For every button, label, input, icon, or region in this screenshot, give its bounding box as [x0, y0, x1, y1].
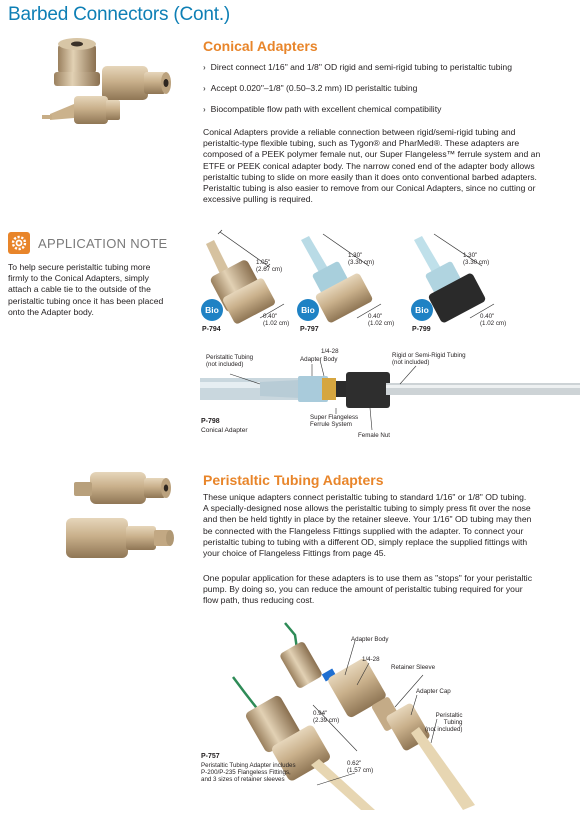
peristaltic-body-2: One popular application for these adapte…	[203, 573, 533, 606]
bio-badge: Bio	[411, 299, 433, 321]
conical-bullet-2: ›Accept 0.020"–1/8" (0.50–3.2 mm) ID per…	[203, 83, 418, 93]
p797-diameter: 0.40"(1.02 cm)	[368, 313, 395, 327]
peristaltic-body-1: These unique adapters connect peristalti…	[203, 492, 532, 559]
p794-length: 1.05"(2.67 cm)	[256, 259, 283, 273]
diagram-dim-diameter: 0.62"(1.57 cm)	[347, 760, 374, 774]
page-title: Barbed Connectors (Cont.)	[8, 4, 231, 25]
peristaltic-heading: Peristaltic Tubing Adapters	[203, 472, 384, 488]
conical-bullet-3: ›Biocompatible flow path with excellent …	[203, 104, 442, 114]
p798-part-number: P-798	[201, 418, 220, 425]
diagram-label-rigid: Rigid or Semi-Rigid Tubing(not included)	[392, 352, 466, 366]
diagram-label-thread-2: 1/4-28	[362, 656, 380, 663]
p757-part-number: P-757	[201, 753, 220, 760]
conical-bullet-1: ›Direct connect 1/16" and 1/8" OD rigid …	[203, 62, 512, 72]
diagram-label-adapter-body-2: Adapter Body	[351, 636, 389, 643]
conical-adapters-photo	[42, 38, 171, 124]
bio-badge: Bio	[201, 299, 223, 321]
peristaltic-adapters-photo	[66, 472, 174, 558]
peristaltic-adapter-diagram	[232, 622, 475, 810]
diagram-label-female-nut: Female Nut	[358, 432, 390, 439]
diagram-dim-length: 0.94"(2.39 cm)	[313, 710, 340, 724]
p794-part-number: P-794	[202, 326, 221, 333]
product-p799-image	[414, 233, 495, 323]
p794-diameter: 0.40"(1.02 cm)	[263, 313, 290, 327]
diagram-label-retainer: Retainer Sleeve	[391, 664, 436, 671]
p797-length: 1.30"(3.30 cm)	[348, 252, 375, 266]
p799-diameter: 0.40"(1.02 cm)	[480, 313, 507, 327]
conical-body: Conical Adapters provide a reliable conn…	[203, 127, 541, 205]
p797-part-number: P-797	[300, 326, 319, 333]
application-note-heading: APPLICATION NOTE	[38, 236, 168, 251]
gear-icon	[8, 232, 30, 254]
diagram-label-thread: 1/4-28	[321, 348, 339, 355]
product-p794-image	[206, 229, 285, 324]
diagram-label-peristaltic: Peristaltic Tubing(not included)	[206, 354, 254, 368]
product-p797-image	[301, 233, 382, 323]
conical-heading: Conical Adapters	[203, 38, 318, 54]
p799-length: 1.30"(3.30 cm)	[463, 252, 490, 266]
diagram-label-cap: Adapter Cap	[416, 688, 451, 695]
conical-adapter-diagram	[200, 359, 580, 431]
p798-caption: Conical Adapter	[201, 427, 248, 434]
bio-badge: Bio	[297, 299, 319, 321]
application-note-body: To help secure peristaltic tubing more f…	[8, 262, 164, 317]
diagram-label-adapter-body: Adapter Body	[300, 356, 338, 363]
p799-part-number: P-799	[412, 326, 431, 333]
